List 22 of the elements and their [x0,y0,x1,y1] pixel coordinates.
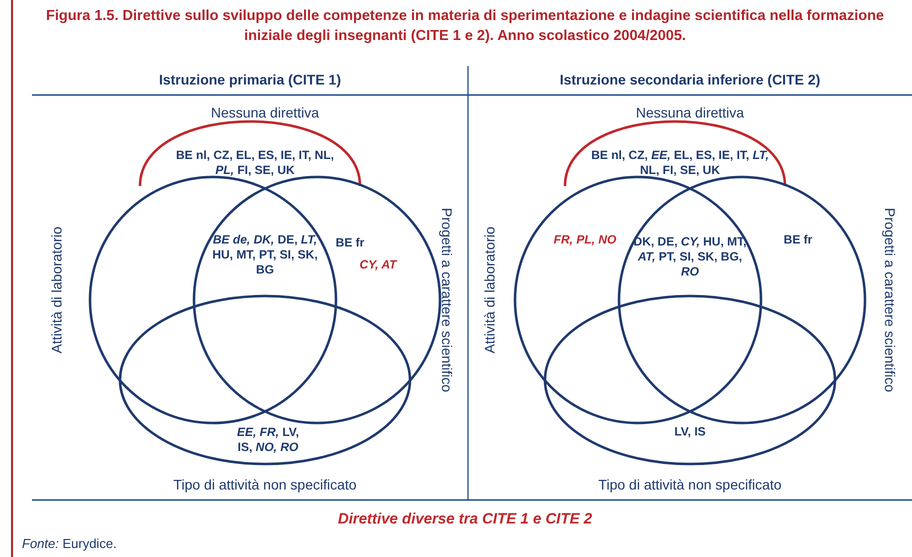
set-label: Attività di laboratorio [48,226,66,356]
country-list: BE fr [320,236,380,250]
set-label: Nessuna direttiva [634,104,746,122]
set-label: Tipo di attività non specificato [172,476,358,494]
country-list: BE fr [768,232,828,248]
country-list: LV, IS [650,424,730,440]
column-heading: Istruzione secondaria inferiore (CITE 2) [558,71,822,89]
figure-title: Figura 1.5. Direttive sullo sviluppo delle competenze in materia di sperimentazione e indagine scientifica nella formazione iniziale degli insegnanti (CITE 1 e 2). Anno scolastico 2004/2005. [45,7,885,46]
set-label: Progetti a carattere scientifico [438,206,455,394]
country-list: BE nl, CZ, EE, EL, ES, IE, IT, LT, NL, FI, SE, UK [590,148,770,178]
source-note: Fonte: Eurydice. [22,536,117,551]
set-label: Attività di laboratorio [481,226,498,356]
note-text: Direttive diverse tra CITE 1 e CITE 2 [336,510,594,530]
set-label: Nessuna direttiva [210,104,320,122]
country-list: EE, FR, LV, IS, NO, RO [228,425,308,455]
country-list: CY, AT [348,258,408,272]
column-heading: Istruzione primaria (CITE 1) [158,71,342,89]
country-list: BE de, DK, DE, LT, HU, MT, PT, SI, SK, BG [210,232,320,278]
country-list: FR, PL, NO [540,232,630,248]
set-label: Progetti a carattere scientifico [880,206,898,394]
country-list: BE nl, CZ, EL, ES, IE, IT, NL, PL, FI, SE, UK [168,148,342,178]
set-label: Tipo di attività non specificato [597,476,783,494]
